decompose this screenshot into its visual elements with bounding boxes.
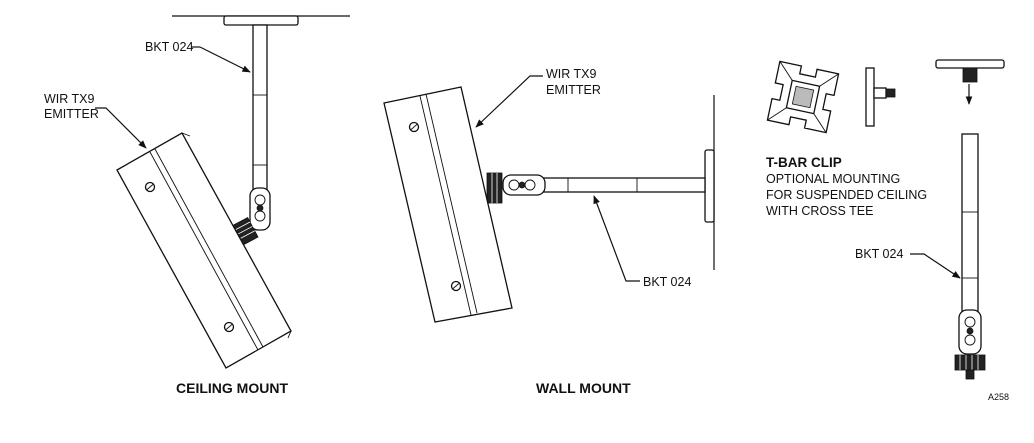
wall-bracket-leader — [593, 195, 640, 282]
wall-mount-figure: WIR TX9 EMITTER BKT 024 WALL MOUNT — [383, 67, 715, 396]
wall-knob — [486, 172, 503, 204]
tbar-clip-top-view — [766, 60, 840, 134]
ceiling-bracket-rod — [252, 24, 268, 191]
tbar-clip-desc-2: FOR SUSPENDED CEILING — [766, 188, 927, 202]
screw-icon — [450, 280, 462, 292]
tbar-bracket-leader — [910, 253, 961, 279]
tbar-clip-title: T-BAR CLIP — [766, 155, 842, 170]
ceiling-emitter-body — [116, 132, 292, 369]
tbar-clip-plate — [935, 59, 1005, 83]
wall-emitter-leader — [475, 75, 543, 128]
ceiling-bracket-label: BKT 024 — [145, 40, 193, 54]
wall-mount-caption: WALL MOUNT — [536, 380, 631, 396]
tbar-clip-figure: BKT 024 T-BAR CLIP OPTIONAL MOUNTING FOR… — [766, 59, 1005, 380]
ceiling-ball-joint — [249, 187, 271, 231]
wall-plate — [704, 149, 715, 223]
tbar-bracket-rod — [961, 133, 979, 313]
tbar-ball-joint — [958, 309, 982, 355]
screw-icon — [408, 121, 420, 133]
ceiling-bracket-leader — [199, 46, 251, 73]
tbar-clip-desc-1: OPTIONAL MOUNTING — [766, 172, 900, 186]
tbar-clip-desc-3: WITH CROSS TEE — [766, 204, 873, 218]
wall-ball-joint — [502, 174, 546, 196]
ceiling-emitter-label-2: EMITTER — [44, 107, 99, 121]
ceiling-emitter-leader — [95, 107, 147, 149]
ceiling-mount-figure: BKT 024 WIR TX9 EMITTER CEILING MOUNT — [44, 15, 350, 396]
wall-emitter-label-1: WIR TX9 — [546, 67, 597, 81]
figure-id: A258 — [988, 392, 1009, 402]
wall-bracket-label: BKT 024 — [643, 275, 691, 289]
screw-icon — [223, 321, 235, 333]
tbar-clip-side-view — [865, 67, 896, 127]
tbar-bracket-label: BKT 024 — [855, 247, 903, 261]
wall-emitter-label-2: EMITTER — [546, 83, 601, 97]
ceiling-plate — [223, 15, 299, 26]
wall-emitter-body — [383, 86, 513, 323]
tbar-knob — [954, 354, 986, 380]
ceiling-mount-caption: CEILING MOUNT — [176, 380, 288, 396]
ceiling-emitter-label-1: WIR TX9 — [44, 92, 95, 106]
wall-bracket-rod — [539, 177, 706, 193]
screw-icon — [144, 181, 156, 193]
